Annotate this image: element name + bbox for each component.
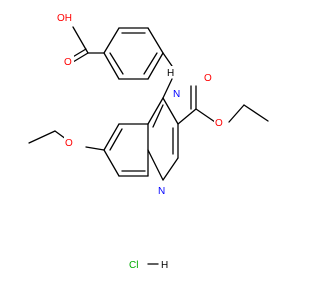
carboxyl-o-label: O [64,57,72,68]
chlorine-label: Cl [129,260,138,271]
ester-o-label: O [215,118,223,129]
ester-double-o-label: O [204,73,212,84]
atom-labels: OH H O H N O O O N Cl H [56,12,225,271]
molecule-structure: OH H O H N O O O N Cl H [28,12,269,271]
carboxyl-oh-label: OH [57,13,72,24]
hydrogen-label: H [161,260,168,271]
ether-o-label: O [65,138,73,149]
bond-lines [28,26,269,265]
ring-n-label: N [158,186,165,197]
amine-h-label: H [167,68,174,79]
amine-n-label: N [173,89,180,100]
